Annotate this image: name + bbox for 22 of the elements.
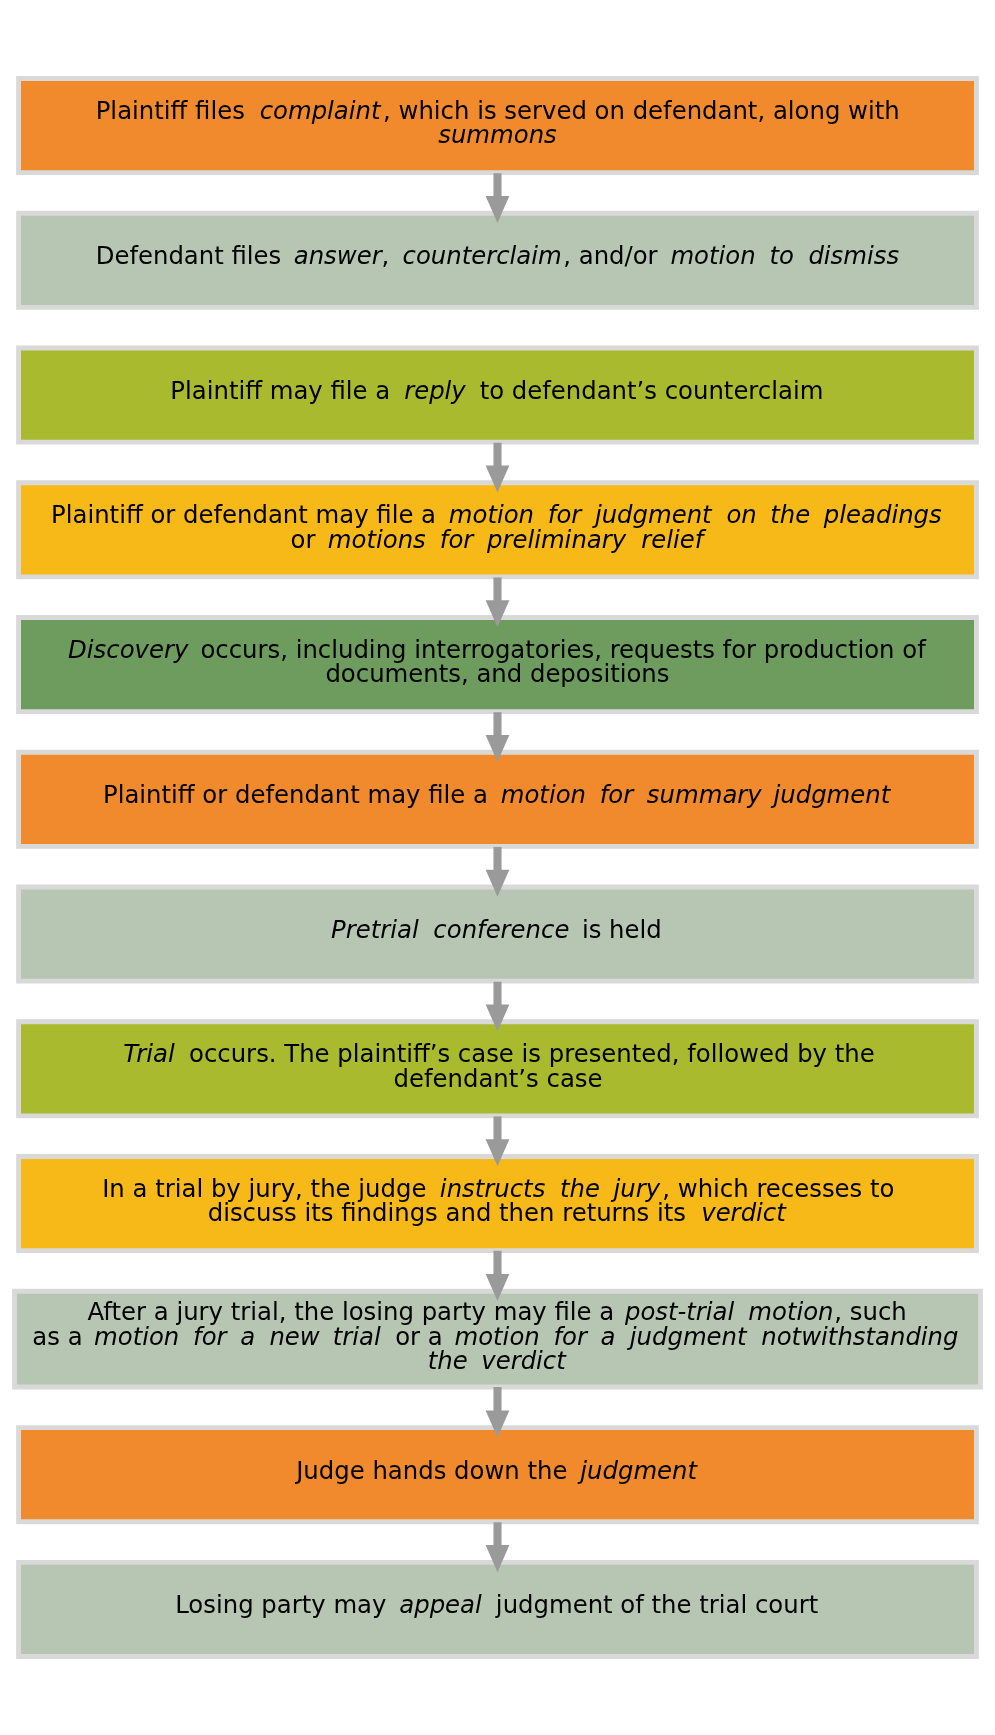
node-box: Pretrial conference is held bbox=[16, 884, 979, 984]
node-box: Judge hands down the judgment bbox=[16, 1425, 979, 1525]
arrow bbox=[485, 981, 510, 1032]
node-box: Defendant files answer, counterclaim, and/or motion to dismiss bbox=[16, 210, 979, 310]
node-box: Plaintiff or defendant may file a motion for judgment on the pleadings or motions for preliminary relief bbox=[16, 480, 979, 580]
arrow bbox=[485, 1116, 510, 1167]
node-box: Losing party may appeal judgment of the trial court bbox=[16, 1559, 979, 1659]
node-box: Plaintiff or defendant may file a motion for summary judgment bbox=[16, 749, 979, 849]
node-box: Trial occurs. The plaintiff’s case is presented, followed by the defendant’s case bbox=[16, 1019, 979, 1119]
arrow bbox=[485, 1387, 510, 1438]
node-box: After a jury trial, the losing party may file a post-trial motion, such as a motion for a new trial or a motion for a judgment notwithstanding the verdict bbox=[12, 1288, 983, 1390]
node-box: Plaintiff files complaint, which is served on defendant, along with summons bbox=[16, 76, 979, 176]
node-box: In a trial by jury, the judge instructs the jury, which recesses to discuss its findings and then returns its verdict bbox=[16, 1154, 979, 1254]
arrow bbox=[485, 1522, 510, 1573]
node-box: Discovery occurs, including interrogatories, requests for production of documents, and depositions bbox=[16, 615, 979, 715]
arrow bbox=[485, 712, 510, 763]
arrow bbox=[485, 577, 510, 628]
node-box: Plaintiff may file a reply to defendant’s counterclaim bbox=[16, 345, 979, 445]
arrow bbox=[485, 442, 510, 493]
arrow bbox=[485, 173, 510, 224]
arrow bbox=[485, 1250, 510, 1302]
arrow bbox=[485, 846, 510, 897]
